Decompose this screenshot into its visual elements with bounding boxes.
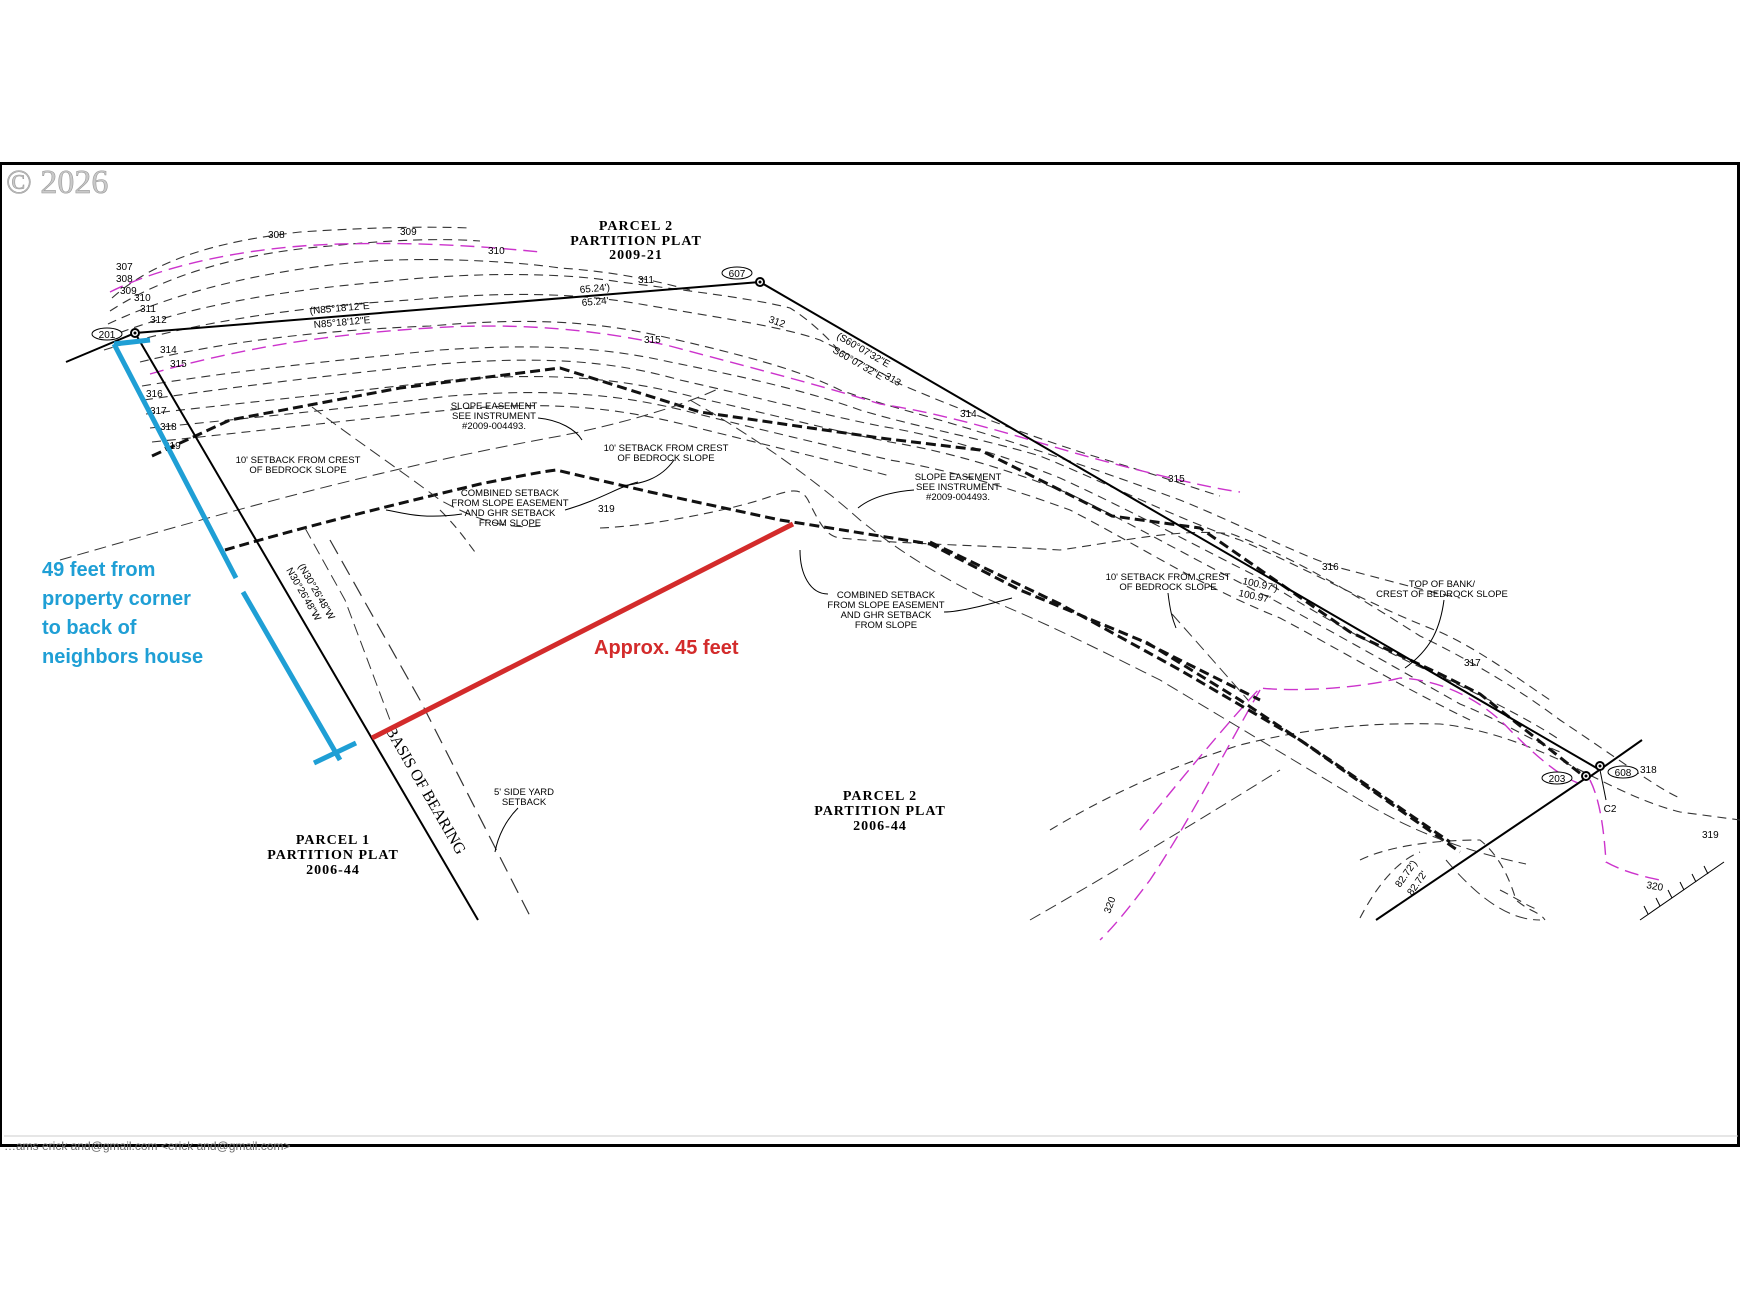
contour-label-308: 308	[116, 274, 133, 285]
distance-north-bottom: 65.24'	[581, 296, 609, 309]
contour-label-317: 317	[150, 406, 167, 417]
slope-easement-1-line3: #2009-004493.	[462, 421, 526, 432]
blue-label-line3: to back of	[42, 617, 137, 639]
setback-right-line1: 10' SETBACK FROM CREST	[1106, 572, 1231, 583]
combined-1-line3: AND GHR SETBACK	[465, 508, 556, 519]
contour-label-307: 307	[116, 262, 133, 273]
contour-label-318: 318	[160, 422, 177, 433]
parcel-middle-line2: PARTITION PLAT	[814, 804, 946, 819]
contour-label-315: 315	[170, 359, 187, 370]
contour-label-top-308: 308	[268, 230, 285, 241]
blue-label-line4: neighbors house	[42, 646, 203, 668]
parcel-top-line3: 2009-21	[609, 248, 663, 263]
side-yard-setback-line	[329, 539, 533, 921]
contour-label-top-311: 311	[638, 275, 654, 286]
parcel-middle-line3: 2006-44	[853, 819, 907, 834]
slope-easement-2-line3: #2009-004493.	[926, 492, 990, 503]
blue-dimension-line	[111, 337, 358, 766]
parcel-top-line1: PARCEL 2	[599, 219, 673, 234]
slope-easement-2-line1: SLOPE EASEMENT	[915, 472, 1002, 483]
setback-left-line1: 10' SETBACK FROM CREST	[236, 455, 361, 466]
combined-2-line1: COMBINED SETBACK	[837, 590, 936, 601]
combined-2-line4: FROM SLOPE	[855, 620, 917, 631]
contour-label-310: 310	[134, 293, 151, 304]
contour-label-316: 316	[146, 389, 163, 400]
combined-1-line2: FROM SLOPE EASEMENT	[451, 498, 568, 509]
point-203-label: 203	[1549, 774, 1566, 785]
setback-left-line2: OF BEDROCK SLOPE	[249, 465, 346, 476]
plat-frame	[0, 162, 1740, 1147]
boundary-lines	[65, 281, 1643, 921]
top-of-bank-line1: TOP OF BANK/	[1409, 579, 1476, 590]
slope-easement-1-line1: SLOPE EASEMENT	[451, 401, 538, 412]
contour-label-309: 309	[120, 286, 137, 297]
setback-mid-line1: 10' SETBACK FROM CREST	[604, 443, 729, 454]
easement-lines	[59, 387, 1541, 921]
watermark: © 2026	[6, 164, 108, 201]
contour-label-311: 311	[140, 304, 156, 315]
distance-north-top: 65.24')	[579, 282, 610, 296]
c2-label: C2	[1604, 804, 1617, 815]
contour-label-top-310: 310	[488, 246, 505, 257]
parcel-left-line2: PARTITION PLAT	[267, 848, 399, 863]
parcel-left-line1: PARCEL 1	[296, 833, 370, 848]
contour-label-right-319: 319	[1702, 830, 1719, 841]
contour-313-label: 313	[883, 371, 903, 389]
contour-label-right-317: 317	[1464, 658, 1481, 669]
setback-right-line2: OF BEDROCK SLOPE	[1119, 582, 1216, 593]
slope-easement-1-line2: SEE INSTRUMENT	[452, 411, 536, 422]
combined-2-line3: AND GHR SETBACK	[841, 610, 932, 621]
blue-label-line1: 49 feet from	[42, 559, 155, 581]
footer-email-text: …ams erick and@gmail.com <erick and@gmai…	[4, 1139, 290, 1153]
side-yard-line2: SETBACK	[502, 797, 547, 808]
contour-label-319: 319	[164, 441, 181, 452]
basis-of-bearing-label: BASIS OF BEARING	[382, 724, 469, 858]
contour-lines-magenta	[109, 242, 1661, 941]
red-dimension-line	[370, 521, 795, 741]
contour-label-bottom-320: 320	[1102, 895, 1118, 915]
side-yard-line1: 5' SIDE YARD	[494, 787, 554, 798]
hatching	[1639, 861, 1725, 921]
blue-label-line2: property corner	[42, 588, 191, 610]
contour-label-right-314: 314	[960, 409, 977, 420]
point-608-label: 608	[1615, 768, 1632, 779]
setback-lines	[151, 366, 1587, 854]
red-label: Approx. 45 feet	[594, 637, 739, 659]
survey-points	[91, 266, 1639, 785]
parcel-left-line3: 2006-44	[306, 863, 360, 878]
contour-label-312: 312	[150, 315, 167, 326]
contour-lines	[103, 226, 1741, 921]
contour-label-mid-319: 319	[598, 504, 615, 515]
contour-label-314: 314	[160, 345, 177, 356]
combined-1-line1: COMBINED SETBACK	[461, 488, 560, 499]
point-201-label: 201	[99, 330, 116, 341]
contour-label-right-316: 316	[1322, 562, 1339, 573]
slope-easement-2-line2: SEE INSTRUMENT	[916, 482, 1000, 493]
setback-mid-line2: OF BEDROCK SLOPE	[617, 453, 714, 464]
parcel-middle-line1: PARCEL 2	[843, 789, 917, 804]
contour-label-right-318: 318	[1640, 765, 1657, 776]
contour-label-right-320: 320	[1645, 880, 1664, 894]
top-of-bank-line2: CREST OF BEDROCK SLOPE	[1376, 589, 1508, 600]
bearing-north-top: (N85°18'12"E	[309, 301, 370, 317]
combined-2-line2: FROM SLOPE EASEMENT	[827, 600, 944, 611]
contour-label-top-309: 309	[400, 227, 417, 238]
note-leaders	[385, 417, 1445, 853]
combined-1-line4: FROM SLOPE	[479, 518, 541, 529]
parcel-top-line2: PARTITION PLAT	[570, 234, 702, 249]
contour-label-mid-315: 315	[644, 335, 661, 346]
bearing-north-bottom: N85°18'12"E	[313, 315, 371, 331]
point-607-label: 607	[729, 269, 746, 280]
contour-labels: 307 308 309 310 311 312 314 315 316 317 …	[116, 227, 1719, 915]
contour-label-top-312: 312	[767, 314, 787, 330]
contour-label-right-315: 315	[1168, 474, 1185, 485]
c2-leader	[1599, 769, 1607, 801]
